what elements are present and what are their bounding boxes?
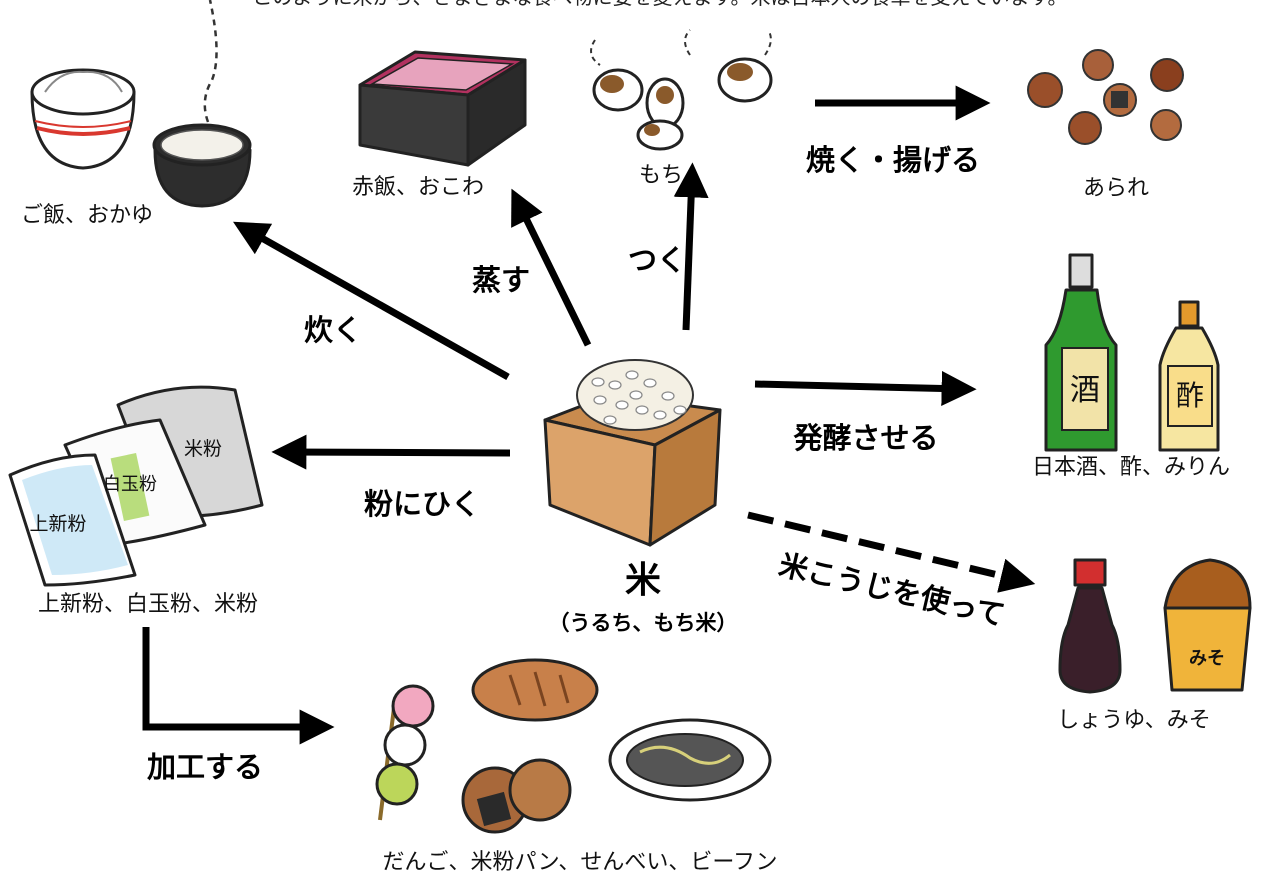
- product-sake: 日本酒、酢、みりん: [1032, 455, 1230, 480]
- process-steam: 蒸す: [472, 263, 530, 297]
- processed-foods-illustration: [375, 658, 772, 834]
- mochi-illustration: [590, 29, 773, 151]
- header-text: このように米から、さまざまな食べ物に姿を変えます。米は日本人の食卓を支えています…: [253, 0, 1068, 9]
- rice-bowl-illustration: [30, 0, 252, 208]
- bag-label-joshinko: 上新粉: [29, 513, 86, 535]
- product-flour: 上新粉、白玉粉、米粉: [38, 592, 258, 617]
- process-pound: つく: [628, 243, 686, 277]
- center-subtitle: （うるち、もち米）: [549, 611, 738, 635]
- product-sekihan: 赤飯、おこわ: [352, 175, 484, 200]
- label-miso: みそ: [1189, 648, 1225, 669]
- label-vinegar: 酢: [1176, 379, 1204, 412]
- arrow-to-processed: [142, 627, 335, 745]
- arrow-to-flour: [271, 434, 511, 470]
- product-mochi: もち: [639, 163, 683, 188]
- process-boil: 炊く: [304, 313, 362, 347]
- sake-bottles-illustration: [1044, 253, 1220, 452]
- product-processed: だんご、米粉パン、せんべい、ビーフン: [383, 850, 778, 875]
- bag-label-shiratama: 白玉粉: [103, 474, 157, 495]
- center-title: 米: [625, 560, 661, 601]
- arare-illustration: [1027, 49, 1184, 145]
- label-sake: 酒: [1070, 373, 1100, 408]
- process-process: 加工する: [147, 750, 263, 784]
- arrow-to-rice: [233, 221, 510, 381]
- sekihan-box-illustration: [358, 50, 527, 167]
- product-rice: ご飯、おかゆ: [21, 203, 153, 228]
- arrow-to-mochi: [673, 162, 709, 331]
- process-koji: 米こうじを使って: [776, 548, 1008, 633]
- product-shoyu: しょうゆ、みそ: [1057, 708, 1211, 733]
- shoyu-miso-illustration: [1058, 558, 1252, 694]
- product-arare: あられ: [1083, 176, 1149, 201]
- arrow-to-sekihan: [511, 188, 592, 347]
- rice-box-illustration: [543, 359, 722, 547]
- process-grind: 粉にひく: [364, 487, 480, 521]
- arrow-to-sake: [754, 370, 977, 406]
- process-ferment: 発酵させる: [792, 421, 938, 455]
- bag-label-komeko: 米粉: [184, 438, 222, 460]
- process-bake-fry: 焼く・揚げる: [806, 143, 980, 177]
- flour-bags-illustration: [8, 385, 264, 587]
- arrow-to-shoyu: [747, 511, 1036, 593]
